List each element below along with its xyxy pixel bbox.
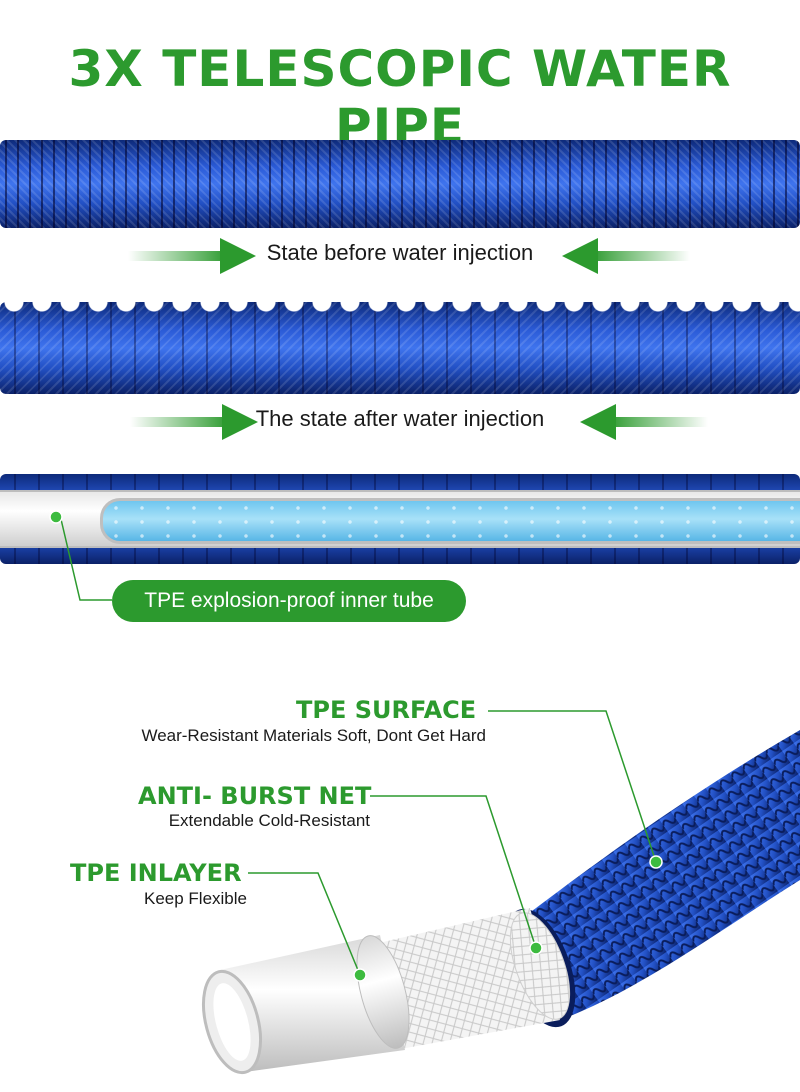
layer-title-tpe-inlayer: TPE INLAYER [70,859,242,887]
state-after-row: The state after water injection [0,402,800,442]
layer-desc-tpe-surface: Wear-Resistant Materials Soft, Dont Get … [141,726,486,745]
hose-compressed-image [0,140,800,228]
water-image [100,498,800,544]
arrow-left-icon [562,238,690,274]
layer-desc-tpe-inlayer: Keep Flexible [143,889,247,908]
layer-title-anti-burst-net: ANTI- BURST NET [138,782,372,810]
arrow-left-icon [580,404,708,440]
arrow-right-icon [130,404,258,440]
hose-expanded-image [0,302,800,394]
state-before-label: State before water injection [266,240,534,265]
layer-desc-anti-burst-net: Extendable Cold-Resistant [168,811,370,830]
page-title: 3X TELESCOPIC WATER PIPE [68,40,732,156]
state-before-row: State before water injection [0,236,800,276]
inner-tube-label: TPE explosion-proof inner tube [112,580,466,622]
arrow-right-icon [128,238,256,274]
layer-title-tpe-surface: TPE SURFACE [296,696,477,724]
state-after-label: The state after water injection [255,406,545,431]
